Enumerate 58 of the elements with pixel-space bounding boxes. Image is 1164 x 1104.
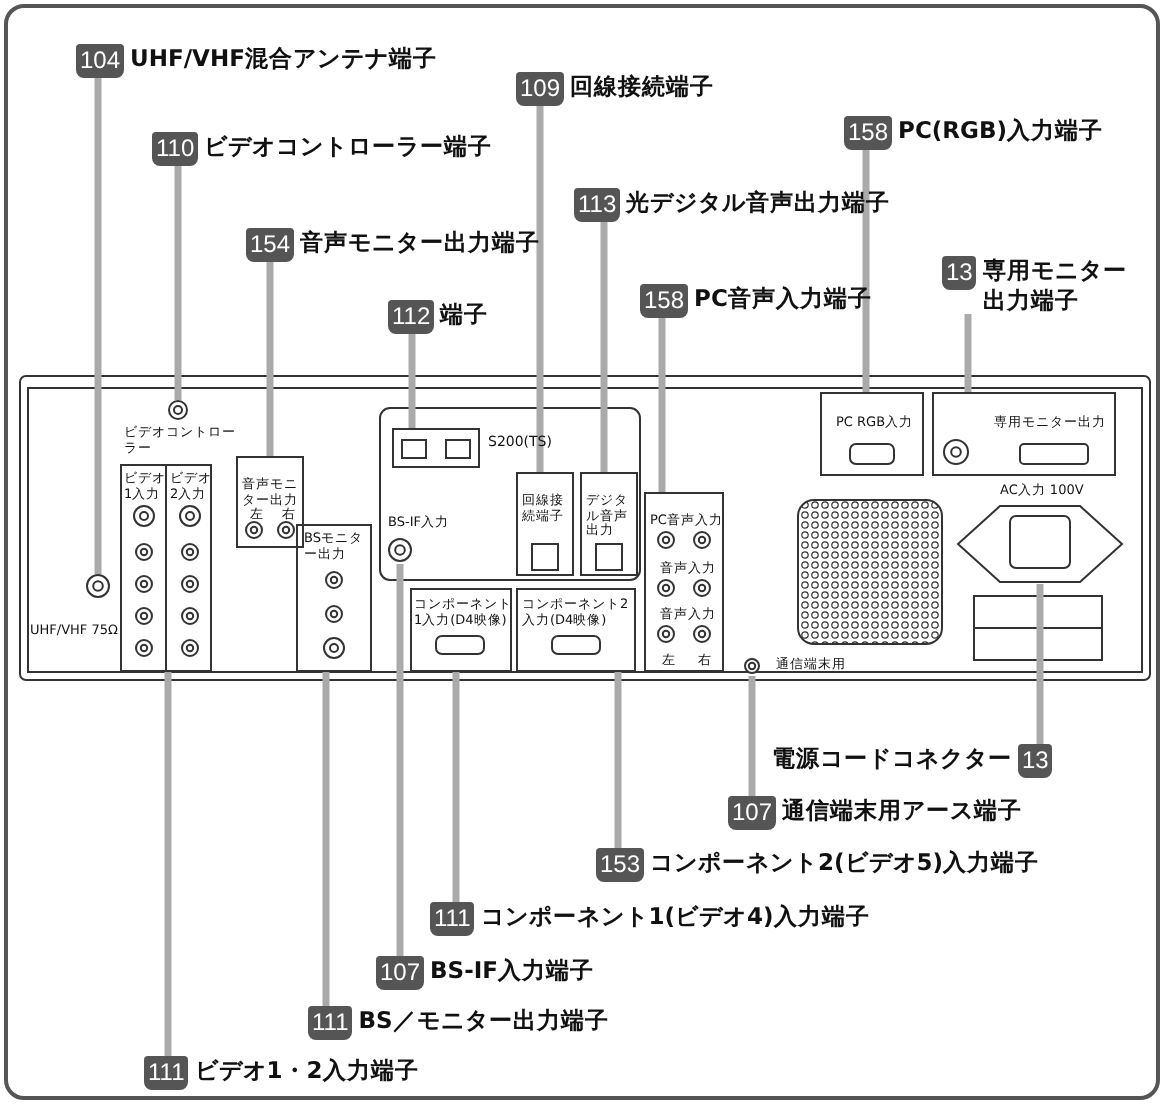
leader-line <box>536 104 544 472</box>
callout-number: 110 <box>152 132 199 166</box>
callout-text: 音声モニター出力端子 <box>300 228 541 258</box>
leader-line <box>174 164 182 400</box>
callout-text: BS-IF入力端子 <box>430 956 594 986</box>
connector-panel <box>932 392 1116 476</box>
leader-line <box>658 316 666 492</box>
callout-text: コンポーネント2(ビデオ5)入力端子 <box>650 848 1040 878</box>
connector-panel <box>580 472 638 576</box>
leader-line <box>266 260 274 456</box>
callout-number: 107 <box>376 956 425 990</box>
callout-text: PC(RGB)入力端子 <box>898 116 1103 146</box>
input-panel <box>120 464 212 672</box>
callout-number: 111 <box>430 902 475 936</box>
callout-text: 端子 <box>440 300 489 330</box>
leader-line <box>94 76 102 574</box>
leader-line <box>862 148 870 392</box>
leader-line <box>322 672 330 1008</box>
callout-text: UHF/VHF混合アンテナ端子 <box>130 44 437 74</box>
leader-line <box>1036 584 1044 746</box>
leader-line <box>748 676 756 798</box>
callout-text: 回線接続端子 <box>570 72 715 102</box>
callout-text: ビデオ1・2入力端子 <box>194 1056 419 1086</box>
leader-line <box>164 672 172 1058</box>
callout-text: PC音声入力端子 <box>694 284 872 314</box>
leader-line <box>614 672 622 850</box>
leader-line <box>452 672 460 904</box>
callout-text: BS／モニター出力端子 <box>358 1006 609 1036</box>
callout-text: 光デジタル音声出力端子 <box>626 188 891 218</box>
callout-number: 158 <box>844 116 893 150</box>
connector-panel <box>516 472 574 576</box>
callout-number: 109 <box>516 72 565 106</box>
callout-number: 112 <box>388 300 435 334</box>
callout-number: 111 <box>144 1056 189 1090</box>
leader-line <box>964 314 972 392</box>
callout-text: コンポーネント1(ビデオ4)入力端子 <box>480 902 870 932</box>
callout-text: 専用モニター出力端子 <box>982 256 1129 316</box>
callout-number: 13 <box>1018 744 1053 778</box>
output-panel <box>236 456 304 548</box>
connector-panel <box>410 588 512 672</box>
connector-panel <box>516 588 636 672</box>
callout-text: ビデオコントローラー端子 <box>204 132 493 162</box>
input-panel <box>644 492 724 672</box>
callout-number: 153 <box>596 848 645 882</box>
callout-number: 158 <box>640 284 689 318</box>
leader-line <box>396 564 404 958</box>
connector-panel <box>820 392 924 476</box>
callout-number: 111 <box>308 1006 353 1040</box>
output-panel <box>296 524 372 672</box>
callout-number: 104 <box>76 44 125 78</box>
callout-number: 154 <box>246 228 295 262</box>
callout-number: 107 <box>728 796 777 830</box>
callout-text: 通信端末用アース端子 <box>782 796 1023 826</box>
callout-text: 電源コードコネクター <box>772 744 1012 774</box>
callout-number: 113 <box>574 188 621 222</box>
leader-line <box>408 332 416 428</box>
callout-number: 13 <box>942 256 977 290</box>
leader-line <box>600 220 608 472</box>
